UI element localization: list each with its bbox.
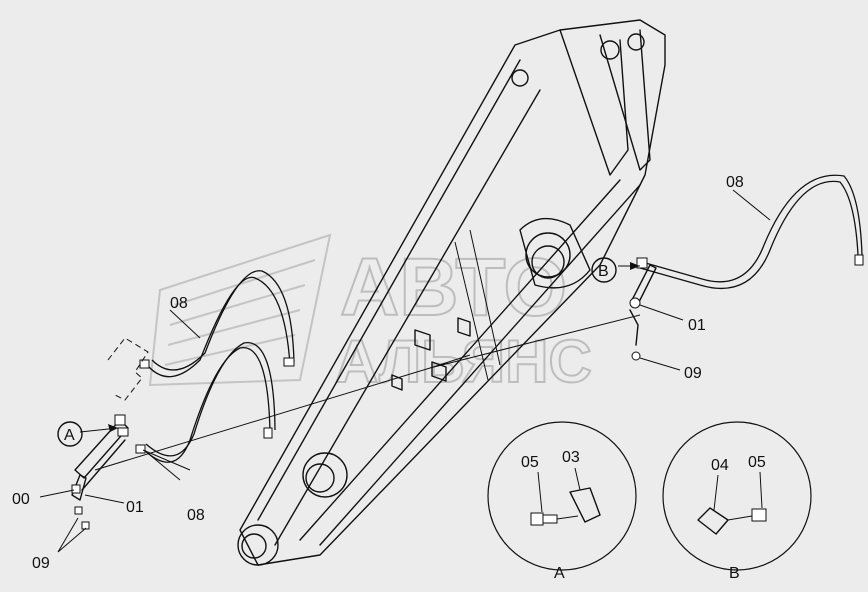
boom-arm	[237, 19, 666, 566]
detail-a-caption: A	[554, 565, 565, 582]
label-part-09-right: 09	[684, 365, 702, 382]
label-hose-bottom-left: 08	[187, 507, 205, 524]
detail-a-label-03: 03	[562, 449, 580, 466]
right-hose-assembly	[629, 174, 864, 361]
label-ref-b: B	[598, 263, 609, 280]
ref-b-circle	[591, 257, 617, 283]
label-hose-top-left: 08	[170, 295, 188, 312]
detail-b-label-04: 04	[711, 457, 729, 474]
watermark-logo: АВТО АЛЬЯНС	[148, 233, 593, 396]
detail-b: 04 05 B	[662, 421, 812, 582]
label-part-01-right: 01	[688, 317, 706, 334]
detail-b-caption: B	[729, 565, 740, 582]
label-hose-right: 08	[726, 174, 744, 191]
label-part-09-left: 09	[32, 555, 50, 572]
label-part-00: 00	[12, 491, 30, 508]
label-ref-a: A	[64, 427, 75, 444]
leader-lines	[39, 189, 771, 553]
detail-a: 05 03 A	[487, 421, 637, 582]
detail-a-label-05: 05	[521, 454, 539, 471]
detail-b-label-05: 05	[748, 454, 766, 471]
boom-pipe-line	[94, 314, 641, 471]
label-part-01-left: 01	[126, 499, 144, 516]
left-hose-assembly	[71, 270, 295, 530]
ref-a-circle	[57, 421, 83, 447]
